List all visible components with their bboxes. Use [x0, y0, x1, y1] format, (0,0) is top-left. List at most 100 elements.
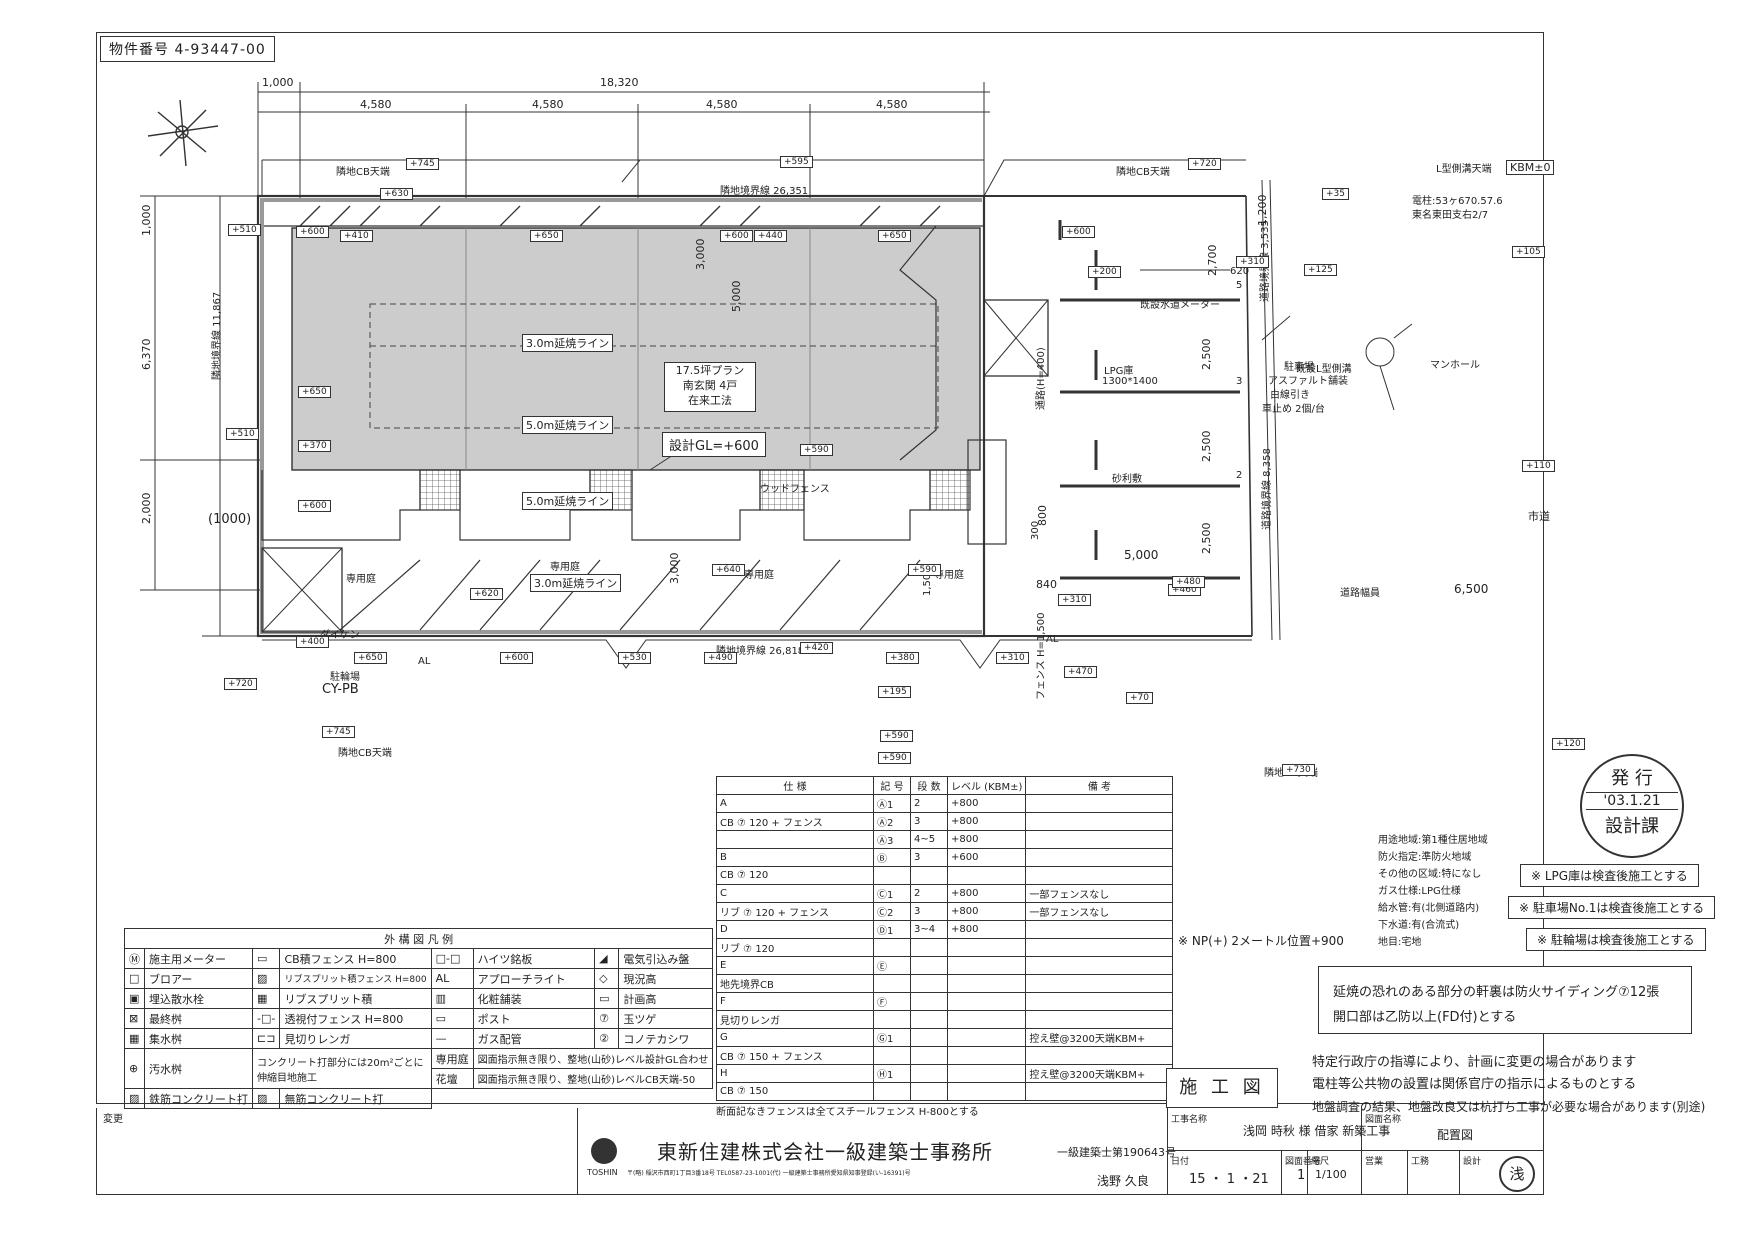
dim-parking-2500-b: 2,500 — [1200, 430, 1213, 463]
legend-current-level: 現況高 — [618, 968, 714, 989]
legend-paving: 化粧舗装 — [472, 988, 596, 1009]
legend-see-through-fence: 透視付フェンス H=800 — [279, 1008, 432, 1029]
spec-cell: リブ ⑦ 120 — [716, 938, 874, 957]
note-bike-visible: ※ 駐輪場は検査後施工とする — [1526, 928, 1706, 951]
legend-blower: ブロアー — [144, 968, 253, 989]
spec-cell: CB ⑦ 120 — [716, 866, 874, 885]
paving-icon: ▥ — [430, 988, 474, 1009]
spec-cell — [946, 1046, 1027, 1065]
legend: 外 構 図 凡 例 Ⓜ 施主用メーター ▭ CB積フェンス H=800 □-□ … — [123, 928, 714, 1109]
legend-nameplate: ハイツ銘板 — [472, 948, 596, 969]
label-kbm: KBM±0 — [1506, 160, 1555, 175]
level-tag: +70 — [1126, 692, 1153, 704]
fire-note-2: 開口部は乙防以上(FD付)とする — [1333, 1010, 1517, 1025]
dim-parking-3000: 3,000 — [668, 552, 681, 585]
label-car-stop: 車止め 2個/台 — [1262, 404, 1325, 415]
level-tag: +370 — [298, 440, 331, 452]
legend-sprinkler: 埋込散水栓 — [144, 988, 253, 1009]
spec-cell — [910, 1064, 948, 1083]
company-logo-text: TOSHIN — [587, 1168, 618, 1177]
spec-cell — [910, 1028, 948, 1047]
drawing-frame — [96, 32, 1544, 1104]
legend-plain-concrete: 無筋コンクリート打 — [279, 1088, 432, 1109]
level-tag: +600 — [500, 652, 533, 664]
spec-cell — [1025, 992, 1174, 1011]
spec-cell: +800 — [946, 794, 1027, 813]
legend-brick: 見切りレンガ — [279, 1028, 432, 1049]
spec-cell: 控え壁@3200天端KBM+ — [1025, 1028, 1174, 1047]
spec-cell — [873, 1082, 911, 1101]
note-parking: ※ 駐車場No.1は検査後施工とする — [1508, 896, 1716, 919]
level-tag: +600 — [296, 226, 329, 238]
dim-right-2700: 2,700 — [1206, 244, 1219, 277]
level-tag: +590 — [800, 444, 833, 456]
designer-name: 浅野 久良 — [1097, 1174, 1149, 1188]
property-number: 物件番号 4-93447-00 — [100, 36, 275, 62]
level-tag: +595 — [780, 156, 813, 168]
spec-cell: 控え壁@3200天端KBM+ — [1025, 1064, 1174, 1083]
spec-cell: H — [716, 1064, 874, 1083]
spec-cell: CB ⑦ 150 + フェンス — [716, 1046, 874, 1065]
cb-fence-icon: ▭ — [251, 948, 281, 969]
spec-cell — [946, 1010, 1027, 1029]
spec-cell: Ⓐ2 — [873, 812, 911, 831]
dim-left-depth: 6,370 — [140, 338, 153, 371]
spec-cell — [946, 974, 1027, 993]
spec-cell — [1025, 1046, 1174, 1065]
rib-fence-icon: ▨ — [251, 968, 281, 989]
spec-cell: Ⓒ2 — [873, 902, 911, 921]
spec-cell — [910, 1082, 948, 1101]
level-tag: +530 — [618, 652, 651, 664]
dim-num-2: 2 — [1236, 470, 1243, 481]
zoning-use: 用途地域:第1種住居地域 — [1378, 835, 1488, 846]
label-fence-h: フェンス H=1,500 — [1036, 612, 1047, 700]
general-note-3: 地盤調査の結果、地盤改良又は杭打ち工事が必要な場合があります(別途) — [1312, 1100, 1706, 1114]
legend-cb-fence: CB積フェンス H=800 — [279, 948, 432, 969]
spec-cell — [1025, 920, 1174, 939]
spec-cell: Ⓓ1 — [873, 920, 911, 939]
spec-cell: E — [716, 956, 874, 975]
boxwood-icon: ⑦ — [594, 1008, 620, 1029]
spec-cell: Ⓑ — [873, 848, 911, 867]
spec-cell — [1025, 812, 1174, 831]
zoning-info: 用途地域:第1種住居地域 防火指定:準防火地域 その他の区域:特になし ガス仕様… — [1378, 832, 1488, 951]
spec-header: 記 号 — [873, 776, 911, 795]
level-tag: +380 — [886, 652, 919, 664]
level-tag: +650 — [298, 386, 331, 398]
meter-icon: Ⓜ — [124, 948, 145, 969]
spec-cell: 3 — [910, 848, 948, 867]
spec-cell: CB ⑦ 120 + フェンス — [716, 812, 874, 831]
spec-cell: 2 — [910, 794, 948, 813]
spec-cell: 一部フェンスなし — [1025, 884, 1174, 903]
dim-right-300: 300 — [1030, 520, 1041, 540]
spec-cell: 地先境界CB — [716, 974, 874, 993]
spec-cell — [1025, 794, 1174, 813]
spec-cell: 2 — [910, 884, 948, 903]
dim-bay-4: 4,580 — [876, 98, 908, 111]
company-name: 東新住建株式会社一級建築士事務所 — [657, 1140, 993, 1164]
label-al-1: AL — [418, 656, 431, 667]
label-garden-1: 専用庭 — [346, 574, 376, 585]
spec-cell: リブ ⑦ 120 + フェンス — [716, 902, 874, 921]
spec-row: CB ⑦ 150 + フェンス — [716, 1046, 1174, 1065]
label-bike2: CY-PB — [322, 682, 359, 697]
project-name: 浅岡 時秋 様 借家 新築工事 — [1243, 1124, 1391, 1138]
spec-cell: Ⓒ1 — [873, 884, 911, 903]
legend-title: 外 構 図 凡 例 — [123, 928, 714, 949]
spec-cell: +800 — [946, 884, 1027, 903]
spec-cell: +600 — [946, 848, 1027, 867]
spec-cell — [910, 974, 948, 993]
level-tag: +510 — [228, 224, 261, 236]
level-tag: +110 — [1522, 460, 1555, 472]
spec-cell — [946, 992, 1027, 1011]
dim-left-marker: (1000) — [208, 512, 252, 527]
spec-cell: +800 — [946, 902, 1027, 921]
zoning-gas: ガス仕様:LPG仕様 — [1378, 886, 1461, 897]
general-note-1: 特定行政庁の指導により、計画に変更の場合があります — [1312, 1055, 1637, 1070]
